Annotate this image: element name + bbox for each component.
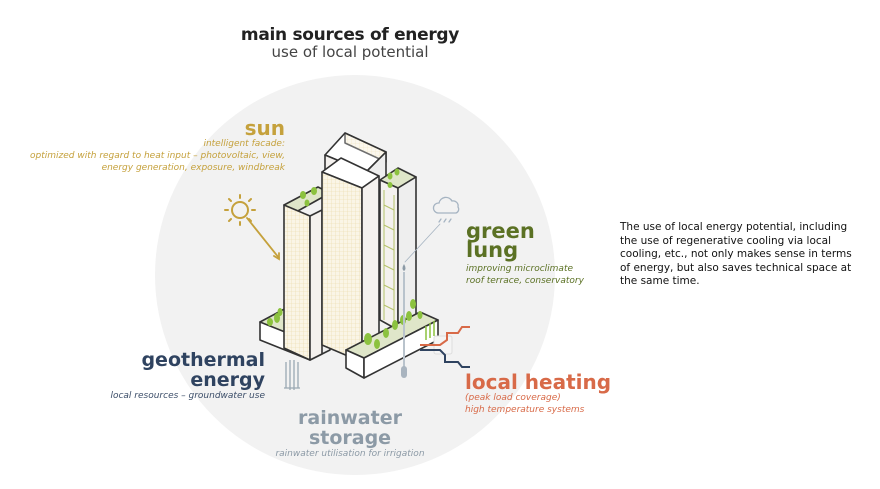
tower-center — [321, 157, 380, 363]
geothermal-desc-line: local resources – groundwater use — [110, 391, 265, 401]
local-heating-title: local heating — [465, 370, 612, 394]
title-block: main sources of energy use of local pote… — [200, 26, 500, 61]
local-heating-label: local heating (peak load coverage) high … — [465, 372, 611, 416]
sun-label: sun intelligent facade: optimized with r… — [0, 118, 285, 174]
heat-exchanger-icon — [420, 326, 470, 368]
sun-desc-line: intelligent facade: — [203, 139, 285, 149]
green-lung-label: green lung improving microclimate roof t… — [466, 219, 584, 287]
water-drop-icon — [401, 264, 407, 378]
sun-desc-line: optimized with regard to heat input – ph… — [30, 151, 285, 161]
page-subtitle: use of local potential — [271, 43, 429, 61]
cloud-rain-icon — [404, 196, 460, 263]
trees — [267, 168, 423, 349]
page-title: main sources of energy — [240, 25, 460, 45]
green-lung-desc-line: roof terrace, conservatory — [466, 276, 584, 286]
rainwater-label: rainwater storage rainwater utilisation … — [260, 408, 440, 460]
vertical-greenery — [425, 321, 435, 340]
green-lung-desc-line: improving microclimate — [466, 264, 574, 274]
rainwater-title: storage — [308, 427, 392, 449]
local-heating-desc-line: (peak load coverage) — [465, 393, 561, 403]
description-text: The use of local energy potential, inclu… — [620, 221, 852, 287]
sun-icon — [224, 194, 280, 261]
tower-left — [283, 186, 331, 361]
geothermal-probe-icon — [284, 360, 300, 390]
green-lung-title: lung — [466, 238, 519, 262]
rainwater-desc-line: rainwater utilisation for irrigation — [275, 449, 425, 459]
podium-right — [345, 311, 439, 379]
rainwater-title: rainwater — [298, 407, 402, 429]
local-heating-desc-line: high temperature systems — [465, 405, 585, 415]
geothermal-title: geothermal energy — [141, 349, 265, 391]
sun-title: sun — [244, 116, 285, 140]
geothermal-label: geothermal energy local resources – grou… — [65, 350, 265, 402]
green-lung-title: green — [466, 219, 535, 243]
sun-desc-line: energy generation, exposure, windbreak — [101, 163, 285, 173]
